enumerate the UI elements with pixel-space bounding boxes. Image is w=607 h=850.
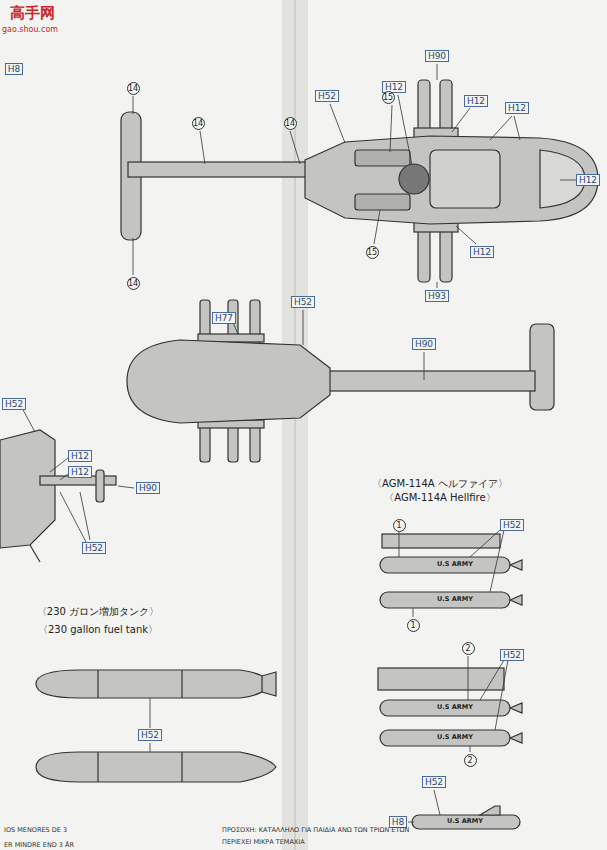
label-text: U.S ARMY	[437, 734, 473, 741]
label-text: IOS MENORES DE 3	[4, 827, 67, 834]
label-text: ER MINDRE END 3 ÅR	[4, 842, 74, 849]
callout-number: 14	[127, 82, 140, 95]
decal-code: H52	[291, 296, 315, 308]
callout-number: 2	[462, 642, 475, 655]
callout-number: 1	[407, 619, 420, 632]
decal-code: H90	[136, 482, 160, 494]
callout-number: 14	[192, 117, 205, 130]
decal-code: H93	[425, 290, 449, 302]
decal-code: H52	[2, 398, 26, 410]
decal-code: H52	[500, 649, 524, 661]
label-text: 〈AGM-114A ヘルファイア〉	[372, 478, 508, 490]
decal-code: H12	[505, 102, 529, 114]
label-text: 高手网	[10, 5, 55, 22]
decal-code: H12	[576, 174, 600, 186]
decal-code: H52	[500, 519, 524, 531]
decal-code: H12	[68, 466, 92, 478]
decal-code: H8	[5, 63, 24, 75]
label-text: 〈230 ガロン増加タンク〉	[37, 606, 159, 618]
decal-code: H90	[425, 50, 449, 62]
callout-number: 2	[464, 754, 477, 767]
decal-code: H52	[315, 90, 339, 102]
label-text: U.S ARMY	[437, 596, 473, 603]
label-text: U.S ARMY	[437, 561, 473, 568]
label-text: ΠΡΟΣΟΧΗ: ΚΑΤΑΛΛΗΛΟ ΓΙΑ ΠΑΙΔΙΑ ΑΝΩ ΤΩΝ ΤΡ…	[222, 827, 409, 834]
decal-code: H52	[82, 542, 106, 554]
decal-code: H52	[138, 729, 162, 741]
decal-code: H12	[464, 95, 488, 107]
decal-code: H12	[470, 246, 494, 258]
label-text: gao.shou.com	[2, 25, 58, 34]
decal-code: H77	[212, 312, 236, 324]
label-text: U.S ARMY	[437, 704, 473, 711]
decal-code: H52	[422, 776, 446, 788]
decal-code: H90	[412, 338, 436, 350]
label-text: 〈230 gallon fuel tank〉	[38, 624, 158, 636]
decal-code: H12	[68, 450, 92, 462]
label-text: U.S ARMY	[447, 818, 483, 825]
callout-number: 14	[284, 117, 297, 130]
callout-number: 14	[127, 277, 140, 290]
callout-number: 1	[393, 519, 406, 532]
callout-number: 15	[382, 91, 395, 104]
callout-number: 15	[366, 246, 379, 259]
label-text: ΠΕΡΙΕΧΕΙ ΜΙΚΡΑ ΤΕΜΑΧΙΑ	[222, 839, 305, 846]
label-text: 〈AGM-114A Hellfire〉	[384, 492, 495, 504]
